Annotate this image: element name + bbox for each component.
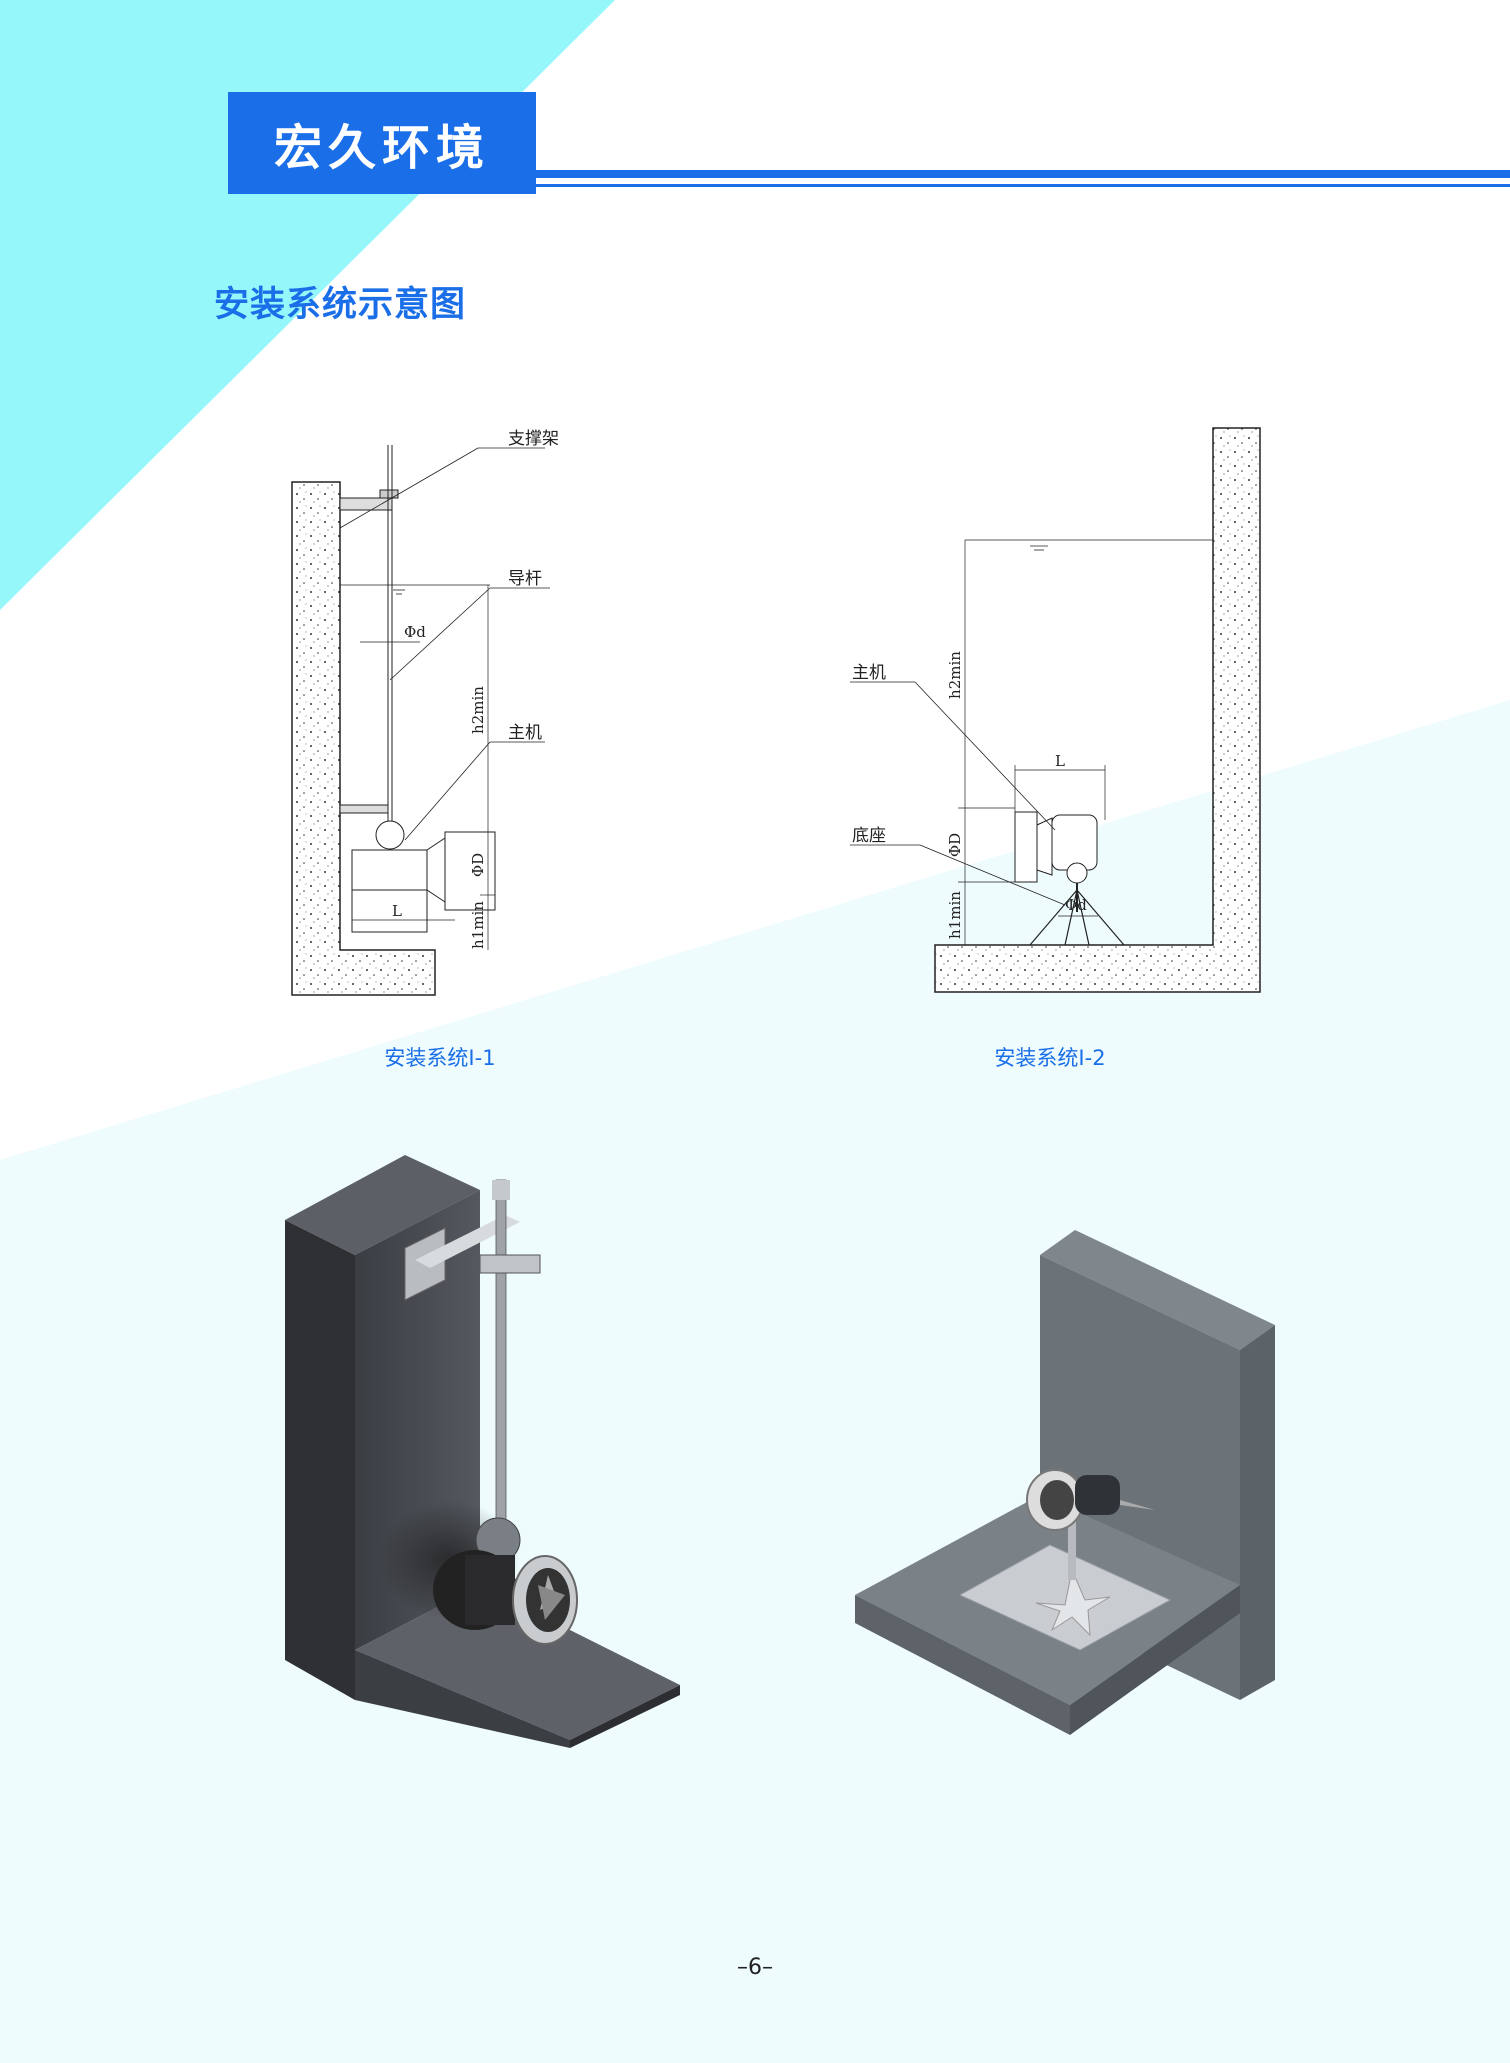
dim-phi-D: ΦD	[469, 853, 487, 877]
dim-L: L	[392, 902, 402, 920]
render-wall-mounted-mixer	[285, 1155, 680, 1748]
brand-logo: 宏久环境	[228, 92, 536, 194]
dim2-phi-d: Φd	[1065, 896, 1087, 914]
dim2-phi-D: ΦD	[946, 833, 964, 857]
installation-diagram-2: h2min ΦD h1min L Φd 主机 底座	[850, 427, 1261, 993]
header-rule-thick	[536, 170, 1510, 178]
caption-diagram-1: 安装系统I-1	[384, 1046, 496, 1070]
label2-host: 主机	[852, 663, 886, 683]
installation-diagram-1: Φd h2min ΦD h1min L 支撑架 导杆 主机	[291, 429, 559, 996]
dim2-h1min: h1min	[946, 891, 964, 939]
dim2-L: L	[1055, 752, 1065, 770]
dim-h1min: h1min	[469, 901, 487, 949]
section-title: 安装系统示意图	[214, 285, 467, 325]
label2-base: 底座	[852, 826, 886, 846]
caption-diagram-2: 安装系统I-2	[994, 1046, 1106, 1070]
page-number: –6–	[737, 1955, 773, 1980]
dim2-h2min: h2min	[946, 651, 964, 699]
header-rule-thin	[536, 184, 1510, 187]
label-guide: 导杆	[508, 569, 542, 589]
render-floor-mounted-mixer	[855, 1230, 1275, 1735]
dim-phi-d: Φd	[404, 623, 426, 641]
label-support: 支撑架	[508, 429, 559, 449]
dim-h2min: h2min	[469, 686, 487, 734]
label-host: 主机	[508, 723, 542, 743]
